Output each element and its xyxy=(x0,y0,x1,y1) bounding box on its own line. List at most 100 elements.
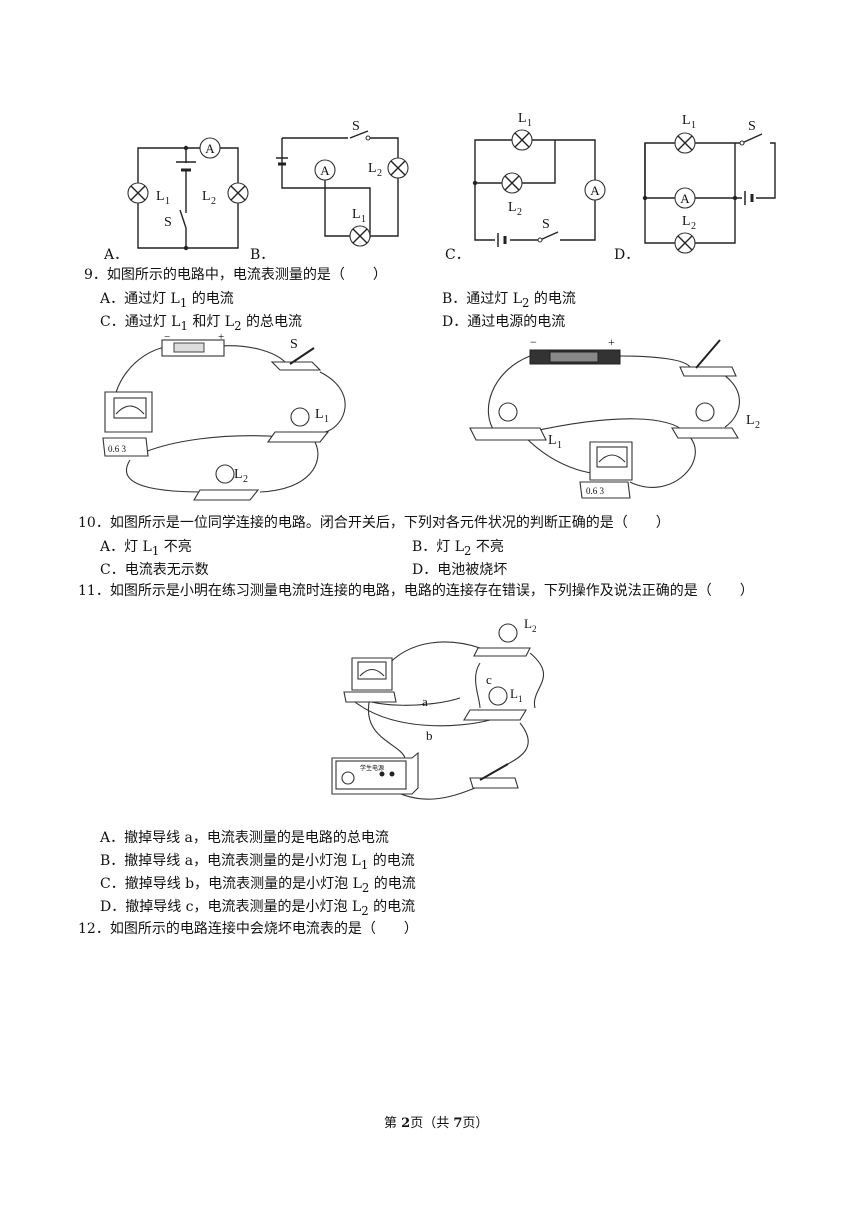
question-9-option-d: D．通过电源的电流 xyxy=(442,311,565,331)
footer-text: 页） xyxy=(462,1116,489,1131)
lamp-l2-sub: 2 xyxy=(691,221,696,232)
lamp-l1-sub: 1 xyxy=(518,694,523,704)
option-sub: 1 xyxy=(180,318,188,333)
option-text: B．通过灯 L xyxy=(442,291,523,307)
option-label-b: B． xyxy=(250,247,275,263)
option-sub: 2 xyxy=(361,903,369,918)
question-9-option-c: C．通过灯 L1 和灯 L2 的总电流 xyxy=(100,311,302,333)
svg-text:−: − xyxy=(164,331,170,343)
question-12-stem: 12．如图所示的电路连接中会烧坏电流表的是（ ） xyxy=(78,921,418,937)
question-10-option-b: B．灯 L2 不亮 xyxy=(412,536,504,558)
lamp-l1-label: L xyxy=(352,207,361,222)
footer-text: 页（共 xyxy=(410,1116,454,1131)
lamp-l1-label: L xyxy=(518,111,527,126)
question-10-option-a: A．灯 L1 不亮 xyxy=(100,536,192,558)
option-text: C．通过灯 L xyxy=(100,314,181,330)
wire-c-label: c xyxy=(486,672,492,687)
circuit-figure-c: L 1 L 2 A S xyxy=(472,111,606,247)
lamp-l1-sub: 1 xyxy=(557,440,562,451)
lamp-l2-label: L xyxy=(234,467,243,482)
lamp-l2-sub: 2 xyxy=(755,420,760,431)
option-sub: 1 xyxy=(179,295,188,310)
option-text: 的电流 xyxy=(369,876,416,892)
switch-label: S xyxy=(164,215,172,230)
lamp-l2-sub: 2 xyxy=(517,207,522,218)
battery-plus-label: + xyxy=(608,335,615,349)
question-9-option-b: B．通过灯 L2 的电流 xyxy=(442,288,576,310)
svg-text:+: + xyxy=(218,331,224,343)
battery-minus-label: − xyxy=(530,335,537,349)
wire-b-label: b xyxy=(426,728,433,743)
lamp-l2-label: L xyxy=(202,189,211,204)
option-sub: 2 xyxy=(361,880,370,895)
lamp-l2-sub: 2 xyxy=(532,624,537,634)
option-text: B．撤掉导线 a，电流表测量的是小灯泡 L xyxy=(100,853,361,869)
lamp-l2-sub: 2 xyxy=(243,474,248,485)
option-text: D．通过电源的电流 xyxy=(442,314,566,330)
question-11-option-b: B．撤掉导线 a，电流表测量的是小灯泡 L1 的电流 xyxy=(100,850,415,872)
lamp-l2-sub: 2 xyxy=(377,168,382,179)
page-footer: 第 2页（共 7页） xyxy=(384,1112,488,1131)
lamp-l1-sub: 1 xyxy=(691,120,696,131)
lamp-l1-sub: 1 xyxy=(361,214,366,225)
option-sub: 2 xyxy=(234,318,242,333)
option-text: 和灯 L xyxy=(187,314,235,330)
meter-scale: 0.6 3 xyxy=(586,486,605,496)
option-text: C．撤掉导线 b，电流表测量的是小灯泡 L xyxy=(100,876,362,892)
ammeter-label: A xyxy=(680,191,690,206)
option-text: D．撤掉导线 c，电流表测量的是小灯泡 L xyxy=(100,899,362,915)
question-11-option-c: C．撤掉导线 b，电流表测量的是小灯泡 L2 的电流 xyxy=(100,873,416,895)
footer-text: 第 xyxy=(384,1116,402,1131)
circuit-figure-d: L 1 S A L 2 xyxy=(642,113,776,254)
option-text: 的电流 xyxy=(187,291,234,307)
circuit-figure-b: S A L 2 L 1 xyxy=(276,119,409,247)
option-text: 不亮 xyxy=(471,539,504,555)
ammeter-label: A xyxy=(205,141,215,156)
switch-label: S xyxy=(290,337,298,352)
option-sub: 2 xyxy=(522,295,530,310)
option-sub: 2 xyxy=(464,543,472,558)
lamp-l2-label: L xyxy=(368,161,377,176)
physical-circuit-q11: L 2 L 1 a b c 学生电源 xyxy=(331,616,544,800)
wire-a-label: a xyxy=(422,694,428,709)
option-text: A．灯 L xyxy=(100,539,152,555)
question-9-stem: 9．如图所示的电路中，电流表测量的是（ ） xyxy=(84,267,387,283)
ammeter-label: A xyxy=(590,183,600,198)
option-text: A．通过灯 L xyxy=(100,291,180,307)
question-10-option-c: C．电流表无示数 xyxy=(100,562,209,578)
option-label-d: D． xyxy=(614,247,640,263)
question-11-option-d: D．撤掉导线 c，电流表测量的是小灯泡 L2 的电流 xyxy=(100,896,415,918)
option-label-a: A． xyxy=(104,247,129,263)
question-10-option-d: D．电池被烧坏 xyxy=(412,562,508,578)
option-label-c: C． xyxy=(445,247,470,263)
option-sub: 1 xyxy=(151,543,160,558)
option-sub: 1 xyxy=(360,857,369,872)
lamp-l1-sub: 1 xyxy=(324,414,329,425)
circuit-figure-a: A L 1 L 2 S xyxy=(127,137,249,251)
option-text: 的总电流 xyxy=(241,314,302,330)
physical-circuit-right: − + L 1 L 2 0.6 3 xyxy=(469,335,760,499)
option-text: 的电流 xyxy=(368,899,416,915)
ammeter-label: A xyxy=(320,163,330,178)
option-text: B．灯 L xyxy=(412,539,465,555)
lamp-l1-label: L xyxy=(682,113,691,128)
question-10-stem: 10．如图所示是一位同学连接的电路。闭合开关后，下列对各元件状况的判断正确的是（… xyxy=(78,515,670,531)
question-9-option-a: A．通过灯 L1 的电流 xyxy=(100,288,234,310)
lamp-l1-label: L xyxy=(315,407,324,422)
switch-label: S xyxy=(748,119,756,134)
meter-scale: 0.6 3 xyxy=(108,444,127,454)
option-text: 的电流 xyxy=(368,853,415,869)
switch-label: S xyxy=(352,119,360,134)
supply-label: 学生电源 xyxy=(360,764,384,772)
lamp-l2-sub: 2 xyxy=(211,196,216,207)
lamp-l1-label: L xyxy=(548,433,557,448)
lamp-l2-label: L xyxy=(682,214,691,229)
physical-circuit-left: − + S 0.6 3 L 1 L 2 xyxy=(102,331,346,501)
lamp-l1-sub: 1 xyxy=(527,118,532,129)
lamp-l1-label: L xyxy=(510,686,518,701)
option-text: 的电流 xyxy=(529,291,576,307)
lamp-l2-label: L xyxy=(508,200,517,215)
question-11-option-a: A．撤掉导线 a，电流表测量的是电路的总电流 xyxy=(100,830,389,846)
total-pages: 7 xyxy=(453,1116,463,1131)
page-number: 2 xyxy=(401,1116,411,1131)
